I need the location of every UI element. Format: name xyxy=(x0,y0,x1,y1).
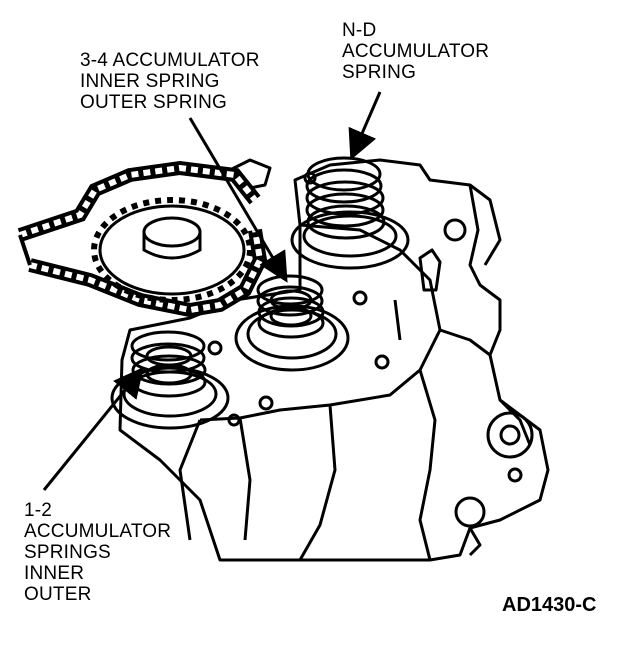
label-accumulator-nd: N-D ACCUMULATOR SPRING xyxy=(342,20,489,83)
nd-accumulator-spring xyxy=(290,156,410,270)
label-accumulator-34: 3-4 ACCUMULATOR INNER SPRING OUTER SPRIN… xyxy=(80,50,260,113)
label-line: INNER xyxy=(24,563,85,584)
label-line: OUTER SPRING xyxy=(80,92,228,113)
drive-sprocket xyxy=(91,197,253,303)
label-line: INNER SPRING xyxy=(80,71,220,92)
label-line: ACCUMULATOR xyxy=(342,41,490,62)
arrow-accumulator-nd xyxy=(348,91,382,161)
label-line: N-D xyxy=(342,20,377,41)
figure-id: AD1430-C xyxy=(502,594,597,616)
label-line: 1-2 xyxy=(24,500,53,521)
label-line: SPRING xyxy=(342,62,417,83)
leader-arrows xyxy=(42,91,382,491)
arrow-accumulator-12 xyxy=(42,367,144,491)
label-accumulator-12: 1-2 ACCUMULATOR SPRINGS INNER OUTER xyxy=(24,500,171,605)
label-line: ACCUMULATOR xyxy=(24,521,172,542)
transmission-case xyxy=(118,158,550,562)
accumulator-12-springs xyxy=(110,330,230,430)
label-line: OUTER xyxy=(24,584,92,605)
label-line: SPRINGS xyxy=(24,542,111,563)
label-line: 3-4 ACCUMULATOR xyxy=(80,50,260,71)
accumulator-34-springs xyxy=(234,274,350,372)
drive-chain xyxy=(17,160,268,318)
arrow-accumulator-34 xyxy=(188,117,288,283)
